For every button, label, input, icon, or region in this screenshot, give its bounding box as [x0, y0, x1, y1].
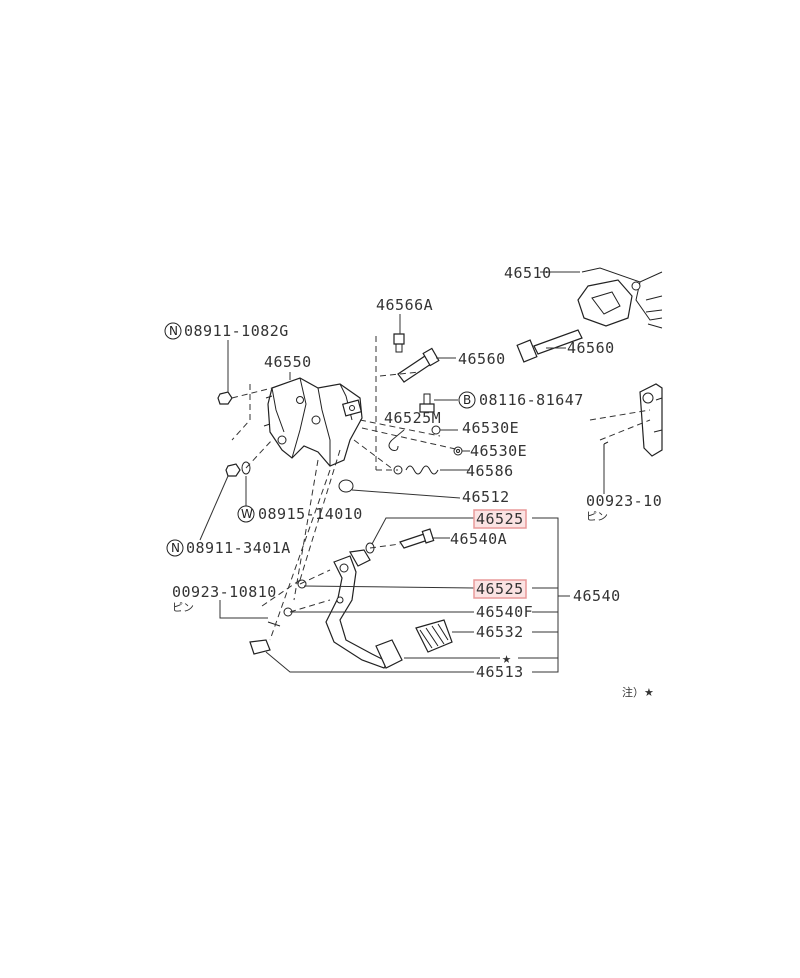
highlight-46525-1 [473, 509, 527, 529]
label-46566A: 46566A [376, 296, 433, 314]
label-46530E-2: 46530E [470, 442, 527, 460]
label-pin-right: ピン [586, 510, 608, 523]
label-46540F: 46540F [476, 603, 533, 621]
label-46560-right: 46560 [567, 339, 615, 357]
bushing-46512 [338, 479, 354, 493]
label-00923-10810-left: 00923-10810 [172, 583, 277, 601]
circle-w1 [237, 505, 255, 523]
pin-46540A [399, 528, 435, 549]
label-00923-10-right: 00923-10 [586, 492, 662, 510]
highlight-46525-2 [473, 579, 527, 599]
label-08116-81647: 08116-81647 [479, 391, 584, 409]
label-46560-center: 46560 [458, 350, 506, 368]
circle-n1-letter: N [169, 324, 178, 338]
right-assembly [516, 267, 663, 460]
label-46525-2: 46525 [476, 580, 524, 598]
clip-46525M [388, 439, 399, 451]
label-46532: 46532 [476, 623, 524, 641]
label-08915-14010: 08915-14010 [258, 505, 363, 523]
stopper-46513 [249, 639, 271, 655]
label-46525M: 46525M [384, 409, 441, 427]
label-46530E-1: 46530E [462, 419, 519, 437]
label-46550: 46550 [264, 353, 312, 371]
dashed-lines [231, 336, 651, 641]
label-46525-1: 46525 [476, 510, 524, 528]
label-pin-left: ピン [172, 601, 194, 614]
leader-lines [199, 271, 605, 673]
spring-46586 [393, 465, 439, 475]
bolt-46566A [393, 333, 405, 353]
nut-n1 [217, 391, 233, 405]
note-star: 注）★ [622, 685, 654, 699]
label-08911-1082G: 08911-1082G [184, 322, 289, 340]
label-46540A: 46540A [450, 530, 507, 548]
circle-w1-letter: W [241, 507, 253, 521]
bolt-46560-center [397, 347, 440, 383]
washer-46530E-1 [431, 425, 441, 435]
label-46512: 46512 [462, 488, 510, 506]
bolt-b [419, 393, 435, 413]
circle-b1-letter: B [463, 393, 471, 407]
nut-n2 [225, 463, 241, 477]
label-46586: 46586 [466, 462, 514, 480]
pin-00923-left [267, 621, 281, 627]
circle-b1 [458, 391, 476, 409]
label-46540: 46540 [573, 587, 621, 605]
label-46510: 46510 [504, 264, 552, 282]
label-08911-3401A: 08911-3401A [186, 539, 291, 557]
pedal-pad-46532 [375, 619, 453, 669]
circle-n2 [166, 539, 184, 557]
circle-n1 [164, 322, 182, 340]
bracket-46550 [263, 377, 363, 467]
circle-n2-letter: N [171, 541, 180, 555]
label-star: ★ [502, 649, 512, 667]
label-46513: 46513 [476, 663, 524, 681]
pedal-assembly [249, 528, 453, 669]
